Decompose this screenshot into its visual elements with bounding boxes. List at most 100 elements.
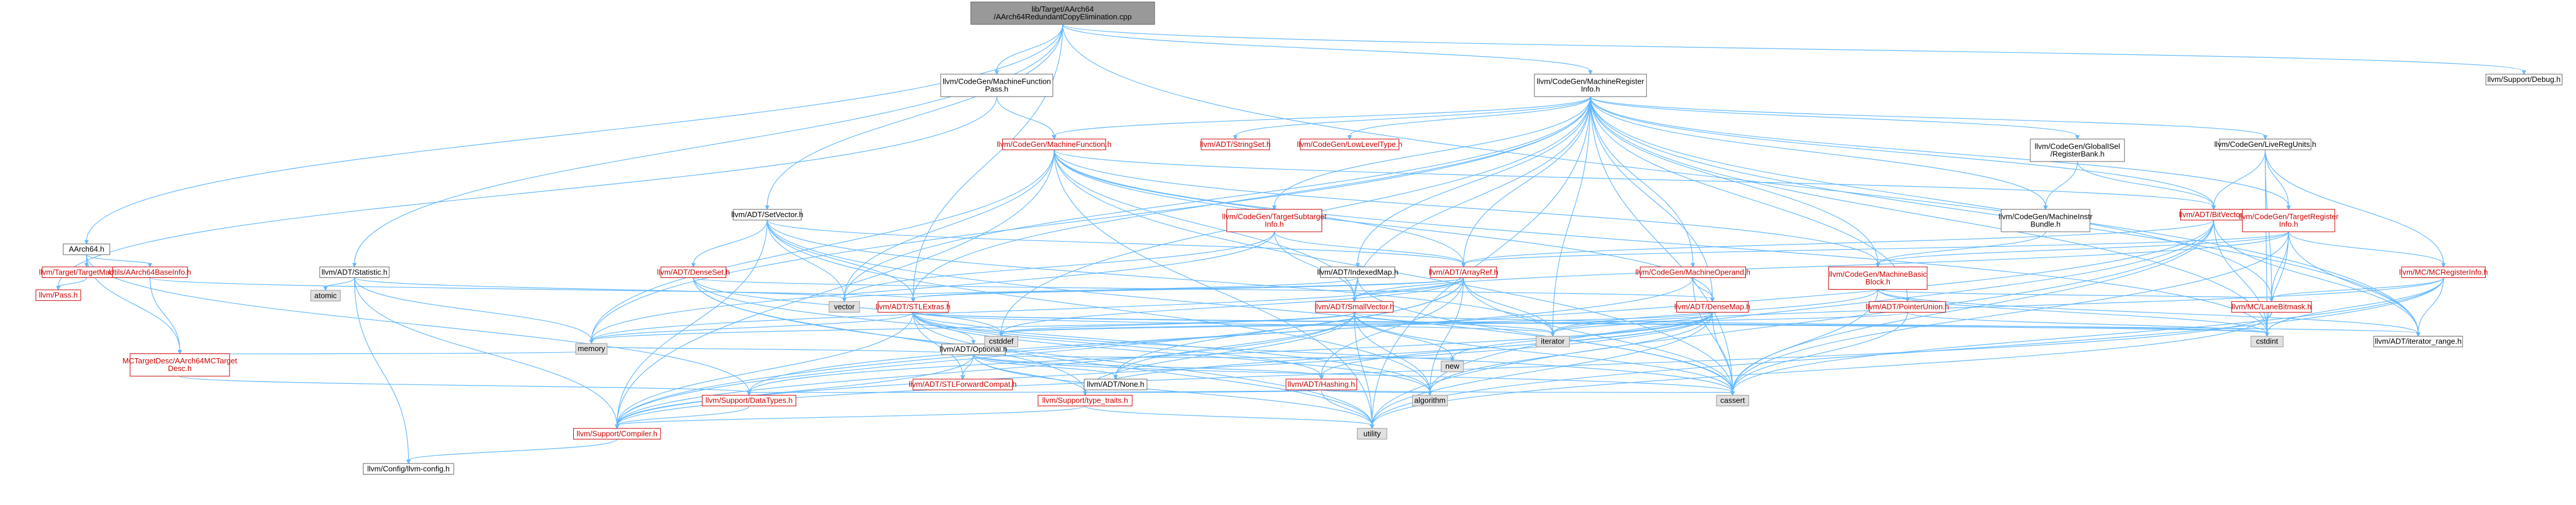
edge-line bbox=[1463, 277, 1733, 393]
edge-arrayref-to-vector bbox=[842, 277, 1464, 303]
edge-arrowhead bbox=[1427, 391, 1433, 396]
node-machineoperand[interactable]: llvm/CodeGen/MachineOperand.h bbox=[1635, 266, 1751, 278]
node-liveregunits[interactable]: llvm/CodeGen/LiveRegUnits.h bbox=[2214, 139, 2316, 150]
edge-line bbox=[149, 277, 914, 299]
edge-line bbox=[616, 149, 1055, 426]
edge-optional-to-hashing bbox=[973, 354, 1324, 380]
edge-line bbox=[591, 149, 1055, 341]
edge-line bbox=[1590, 97, 1908, 299]
node-datatypes[interactable]: llvm/Support/DataTypes.h bbox=[701, 394, 796, 407]
edge-arrowhead bbox=[2441, 263, 2446, 268]
edge-line bbox=[1053, 149, 2267, 334]
edge-line bbox=[1001, 312, 1713, 334]
edge-line bbox=[1354, 312, 1733, 393]
node-none[interactable]: llvm/ADT/None.h bbox=[1084, 379, 1147, 390]
node-stringset[interactable]: llvm/ADT/StringSet.h bbox=[1200, 139, 1271, 150]
edge-line bbox=[1877, 289, 2267, 334]
node-box bbox=[35, 289, 81, 301]
edge-arrowhead bbox=[1352, 297, 1357, 303]
edge-mri-to-machinefunction bbox=[1051, 96, 1591, 140]
node-densemap[interactable]: llvm/ADT/DenseMap.h bbox=[1674, 301, 1751, 313]
node-stlextras[interactable]: llvm/ADT/STLExtras.h bbox=[876, 301, 951, 313]
node-label: iterator bbox=[1541, 337, 1565, 346]
node-machinefunction[interactable]: llvm/CodeGen/MachineFunction.h bbox=[997, 139, 1112, 150]
node-statistic[interactable]: llvm/ADT/Statistic.h bbox=[319, 266, 390, 278]
edge-line bbox=[616, 312, 1355, 426]
node-root[interactable]: lib/Target/AArch64/AArch64RedundantCopyE… bbox=[970, 1, 1155, 25]
edge-line bbox=[179, 351, 592, 355]
edge-line bbox=[57, 277, 87, 287]
node-box bbox=[112, 266, 188, 278]
edge-line bbox=[913, 277, 1358, 299]
node-cstddef: cstddef bbox=[984, 335, 1019, 348]
edge-line bbox=[591, 312, 914, 341]
node-debug[interactable]: llvm/Support/Debug.h bbox=[2485, 74, 2563, 85]
edge-machineoperand-to-densemap bbox=[1692, 277, 1715, 303]
edge-mri-to-lowleveltype bbox=[1347, 96, 1591, 140]
node-bitvector[interactable]: llvm/ADT/BitVector.h bbox=[2179, 209, 2248, 221]
node-compiler[interactable]: llvm/Support/Compiler.h bbox=[573, 428, 661, 439]
node-box bbox=[319, 266, 390, 278]
edge-line bbox=[2266, 277, 2444, 334]
node-box bbox=[2401, 266, 2486, 278]
graph-edges bbox=[56, 24, 2526, 465]
node-lanebitmask[interactable]: llvm/MC/LaneBitmask.h bbox=[2231, 301, 2312, 313]
node-cstdint: cstdint bbox=[2250, 335, 2284, 348]
node-label: llvm/Support/type_traits.h bbox=[1042, 396, 1128, 405]
edge-mbb-to-lanebitmask bbox=[1877, 288, 2274, 303]
node-box bbox=[573, 428, 661, 439]
node-label: llvm/CodeGen/LowLevelType.h bbox=[1297, 140, 1402, 149]
edge-line bbox=[616, 277, 1464, 426]
node-smallvector[interactable]: llvm/ADT/SmallVector.h bbox=[1314, 301, 1394, 313]
node-pass[interactable]: llvm/Pass.h bbox=[35, 289, 81, 301]
node-indexedmap[interactable]: llvm/ADT/IndexedMap.h bbox=[1317, 266, 1399, 278]
node-pointerunion[interactable]: llvm/ADT/PointerUnion.h bbox=[1866, 301, 1949, 313]
edge-line bbox=[2077, 161, 2214, 207]
edge-mri-to-indexedmap bbox=[1355, 97, 1591, 268]
node-label: MCTargetDesc/AArch64MCTarget bbox=[122, 356, 237, 365]
edge-hashing-to-datatypes bbox=[746, 389, 1322, 396]
node-label: llvm/CodeGen/MachineFunction.h bbox=[997, 140, 1112, 149]
edge-arrowhead bbox=[842, 297, 847, 303]
node-setvector[interactable]: llvm/ADT/SetVector.h bbox=[731, 209, 803, 221]
node-globalisel[interactable]: llvm/CodeGen/GlobalISel/RegisterBank.h bbox=[2030, 139, 2125, 162]
node-arrayref[interactable]: llvm/ADT/ArrayRef.h bbox=[1429, 266, 1498, 278]
edge-line bbox=[973, 354, 1733, 393]
node-box bbox=[1037, 394, 1133, 407]
edge-line bbox=[591, 346, 974, 355]
node-aarch64h[interactable]: AArch64.h bbox=[63, 243, 111, 255]
node-label: llvm/CodeGen/MachineRegister bbox=[1537, 77, 1645, 85]
node-label: AArch64.h bbox=[68, 245, 104, 253]
node-label: Info.h bbox=[1581, 84, 1600, 93]
node-typetraits[interactable]: llvm/Support/type_traits.h bbox=[1037, 394, 1133, 407]
node-label: cstdint bbox=[2256, 337, 2279, 346]
node-config[interactable]: llvm/Config/llvm-config.h bbox=[362, 463, 454, 475]
edge-mbb-to-iterator bbox=[1550, 289, 1879, 337]
node-hashing[interactable]: llvm/ADT/Hashing.h bbox=[1286, 379, 1358, 390]
node-box bbox=[1412, 394, 1448, 407]
edge-line bbox=[1274, 97, 1591, 207]
edge-line bbox=[1463, 219, 2214, 264]
node-box bbox=[1441, 360, 1464, 372]
edge-line bbox=[913, 24, 1063, 299]
node-label: llvm/Support/DataTypes.h bbox=[705, 396, 793, 405]
edge-mctargetdesc-to-memory bbox=[179, 350, 594, 355]
node-denseset[interactable]: llvm/ADT/DenseSet.h bbox=[657, 266, 730, 278]
node-targetmachine[interactable]: llvm/Target/TargetMachine.h bbox=[39, 266, 135, 278]
node-lowleveltype[interactable]: llvm/CodeGen/LowLevelType.h bbox=[1297, 139, 1402, 150]
edge-line bbox=[913, 97, 1591, 299]
node-stlforward[interactable]: llvm/ADT/STLForwardCompat.h bbox=[909, 379, 1016, 390]
node-mcreginfo[interactable]: llvm/MC/MCRegisterInfo.h bbox=[2399, 266, 2488, 278]
node-label: /RegisterBank.h bbox=[2050, 149, 2105, 158]
edge-line bbox=[844, 277, 1464, 299]
node-label: memory bbox=[578, 344, 605, 353]
node-iteratorrange[interactable]: llvm/ADT/iterator_range.h bbox=[2373, 335, 2463, 348]
node-utilsbaseinfo[interactable]: Utils/AArch64BaseInfo.h bbox=[109, 266, 191, 278]
